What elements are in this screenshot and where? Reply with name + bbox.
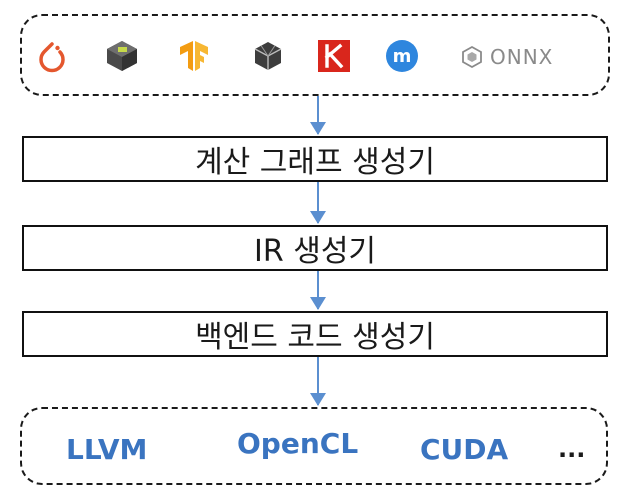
flow-arrow bbox=[310, 96, 326, 135]
target-cuda: CUDA bbox=[420, 433, 509, 466]
targets-group: LLVM OpenCL CUDA ... bbox=[20, 407, 608, 485]
stage-computation-graph-generator: 계산 그래프 생성기 bbox=[22, 136, 608, 182]
stage-backend-code-generator: 백엔드 코드 생성기 bbox=[22, 311, 608, 357]
hexagon-ball-icon bbox=[254, 42, 282, 70]
keras-icon bbox=[318, 40, 350, 72]
stage-label: IR 생성기 bbox=[253, 234, 377, 269]
framework-logos-row: m ONNX bbox=[24, 18, 606, 92]
onnx-logo: ONNX bbox=[460, 40, 553, 74]
flow-arrow bbox=[310, 182, 326, 224]
flow-arrow bbox=[310, 271, 326, 310]
target-llvm: LLVM bbox=[66, 433, 148, 466]
tensorflow-icon bbox=[180, 41, 208, 71]
onnx-label: ONNX bbox=[490, 45, 554, 69]
target-opencl: OpenCL bbox=[237, 427, 359, 460]
target-ellipsis: ... bbox=[558, 435, 586, 463]
svg-text:m: m bbox=[393, 46, 412, 67]
stage-label: 백엔드 코드 생성기 bbox=[195, 320, 435, 355]
stage-ir-generator: IR 생성기 bbox=[22, 225, 608, 271]
mindspore-icon: m bbox=[386, 40, 418, 72]
frameworks-group bbox=[20, 14, 610, 96]
onnx-icon bbox=[462, 45, 482, 69]
stage-label: 계산 그래프 생성기 bbox=[195, 145, 435, 180]
pytorch-icon bbox=[39, 42, 65, 73]
mxnet-icon bbox=[107, 41, 137, 71]
flow-arrow bbox=[310, 357, 326, 406]
